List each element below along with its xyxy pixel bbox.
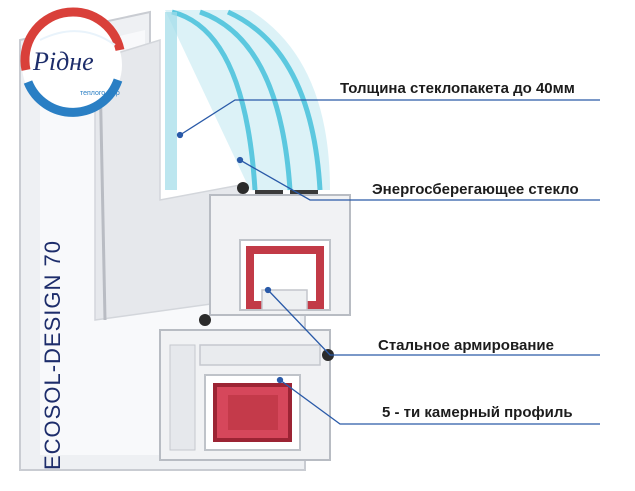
callout-glass-thickness: Толщина стеклопакета до 40мм xyxy=(340,80,575,97)
profile-brand-text: ECOSOL-DESIGN 70 xyxy=(40,240,65,470)
logo-emblem xyxy=(20,7,125,117)
frame-profile xyxy=(159,329,334,461)
logo-name: Рідне xyxy=(33,47,94,76)
sash-profile xyxy=(199,182,351,326)
leader-lines xyxy=(176,99,600,425)
callout-steel-reinforcement: Стальное армирование xyxy=(378,337,554,354)
logo-tagline: теплого мир xyxy=(80,90,120,97)
callout-five-chamber: 5 - ти камерный профиль xyxy=(382,404,573,421)
callout-energy-glass: Энергосберегающее стекло xyxy=(372,181,579,198)
